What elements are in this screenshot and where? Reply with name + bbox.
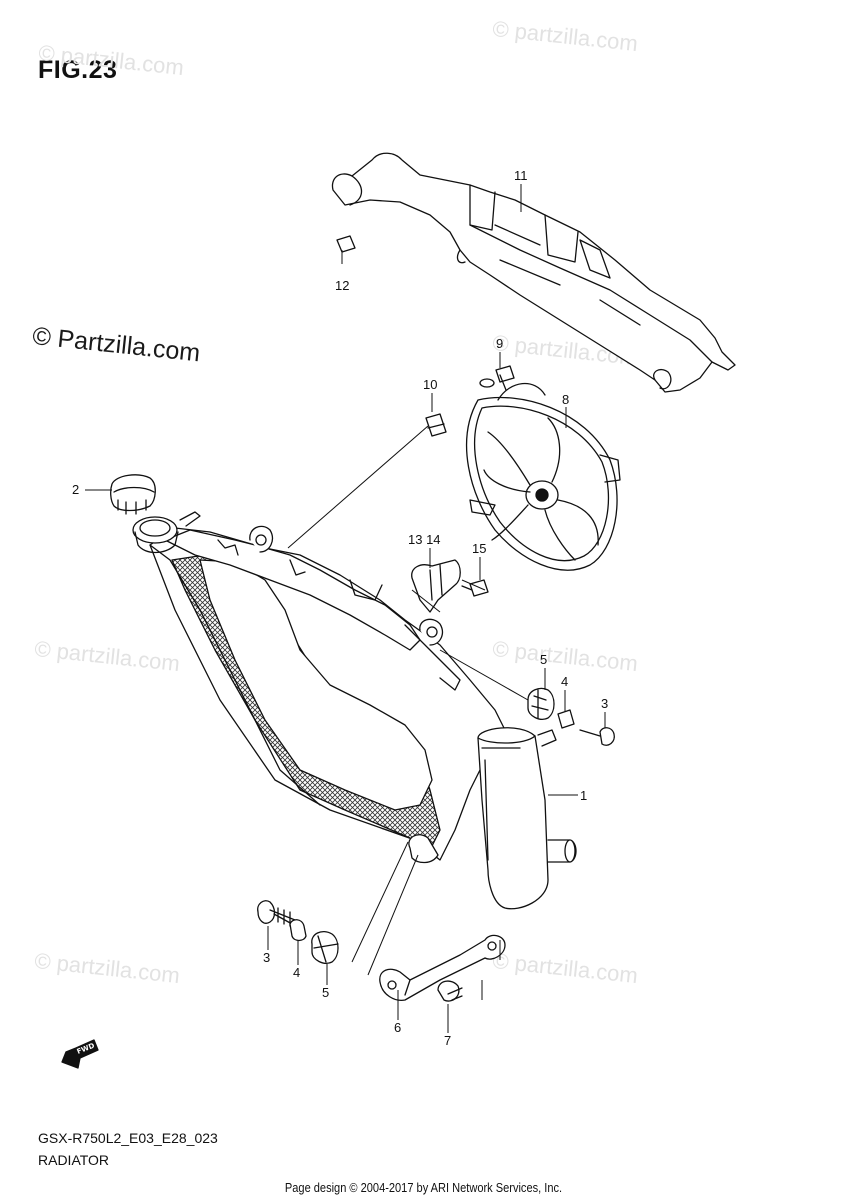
radiator-upper-cover xyxy=(331,152,736,393)
callout-8: 8 xyxy=(562,392,569,407)
collar-part-4-left xyxy=(289,919,307,942)
callout-13-14: 13 14 xyxy=(408,532,441,547)
radiator-part-1 xyxy=(132,511,577,910)
grommet-part-5-left xyxy=(311,930,339,964)
bolt-part-15 xyxy=(461,579,489,597)
bolt-part-9 xyxy=(479,365,515,391)
callout-6: 6 xyxy=(394,1020,401,1035)
callout-10: 10 xyxy=(423,377,437,392)
grommet-part-10 xyxy=(425,413,447,437)
fwd-arrow-icon xyxy=(61,1039,99,1069)
grommet-part-5-right xyxy=(527,687,555,720)
callout-5-left: 5 xyxy=(322,985,329,1000)
callout-7: 7 xyxy=(444,1033,451,1048)
callout-11: 11 xyxy=(514,168,528,183)
callout-3-right: 3 xyxy=(601,696,608,711)
callout-1: 1 xyxy=(580,788,587,803)
callout-12: 12 xyxy=(335,278,349,293)
figure-title: FIG.23 xyxy=(38,56,118,84)
bolt-part-3-right xyxy=(579,727,615,746)
callout-15: 15 xyxy=(472,541,486,556)
bracket-part-13-14 xyxy=(411,559,461,613)
radiator-cap-part-2 xyxy=(110,474,156,515)
cooling-fan-part-8 xyxy=(466,382,621,571)
lower-bracket-part-6 xyxy=(379,934,506,1001)
callout-5-right: 5 xyxy=(540,652,547,667)
callout-2: 2 xyxy=(72,482,79,497)
callout-4-right: 4 xyxy=(561,674,568,689)
callout-3-left: 3 xyxy=(263,950,270,965)
callout-4-left: 4 xyxy=(293,965,300,980)
page-footer: Page design © 2004-2017 by ARI Network S… xyxy=(284,1180,563,1195)
collar-part-4-right xyxy=(557,709,575,729)
bolt-part-7 xyxy=(437,980,463,1002)
clip-part-12 xyxy=(336,235,356,253)
figure-caption: RADIATOR xyxy=(38,1152,110,1168)
bolt-part-3-left xyxy=(257,900,296,927)
callout-9: 9 xyxy=(496,336,503,351)
model-code: GSX-R750L2_E03_E28_023 xyxy=(38,1130,218,1146)
